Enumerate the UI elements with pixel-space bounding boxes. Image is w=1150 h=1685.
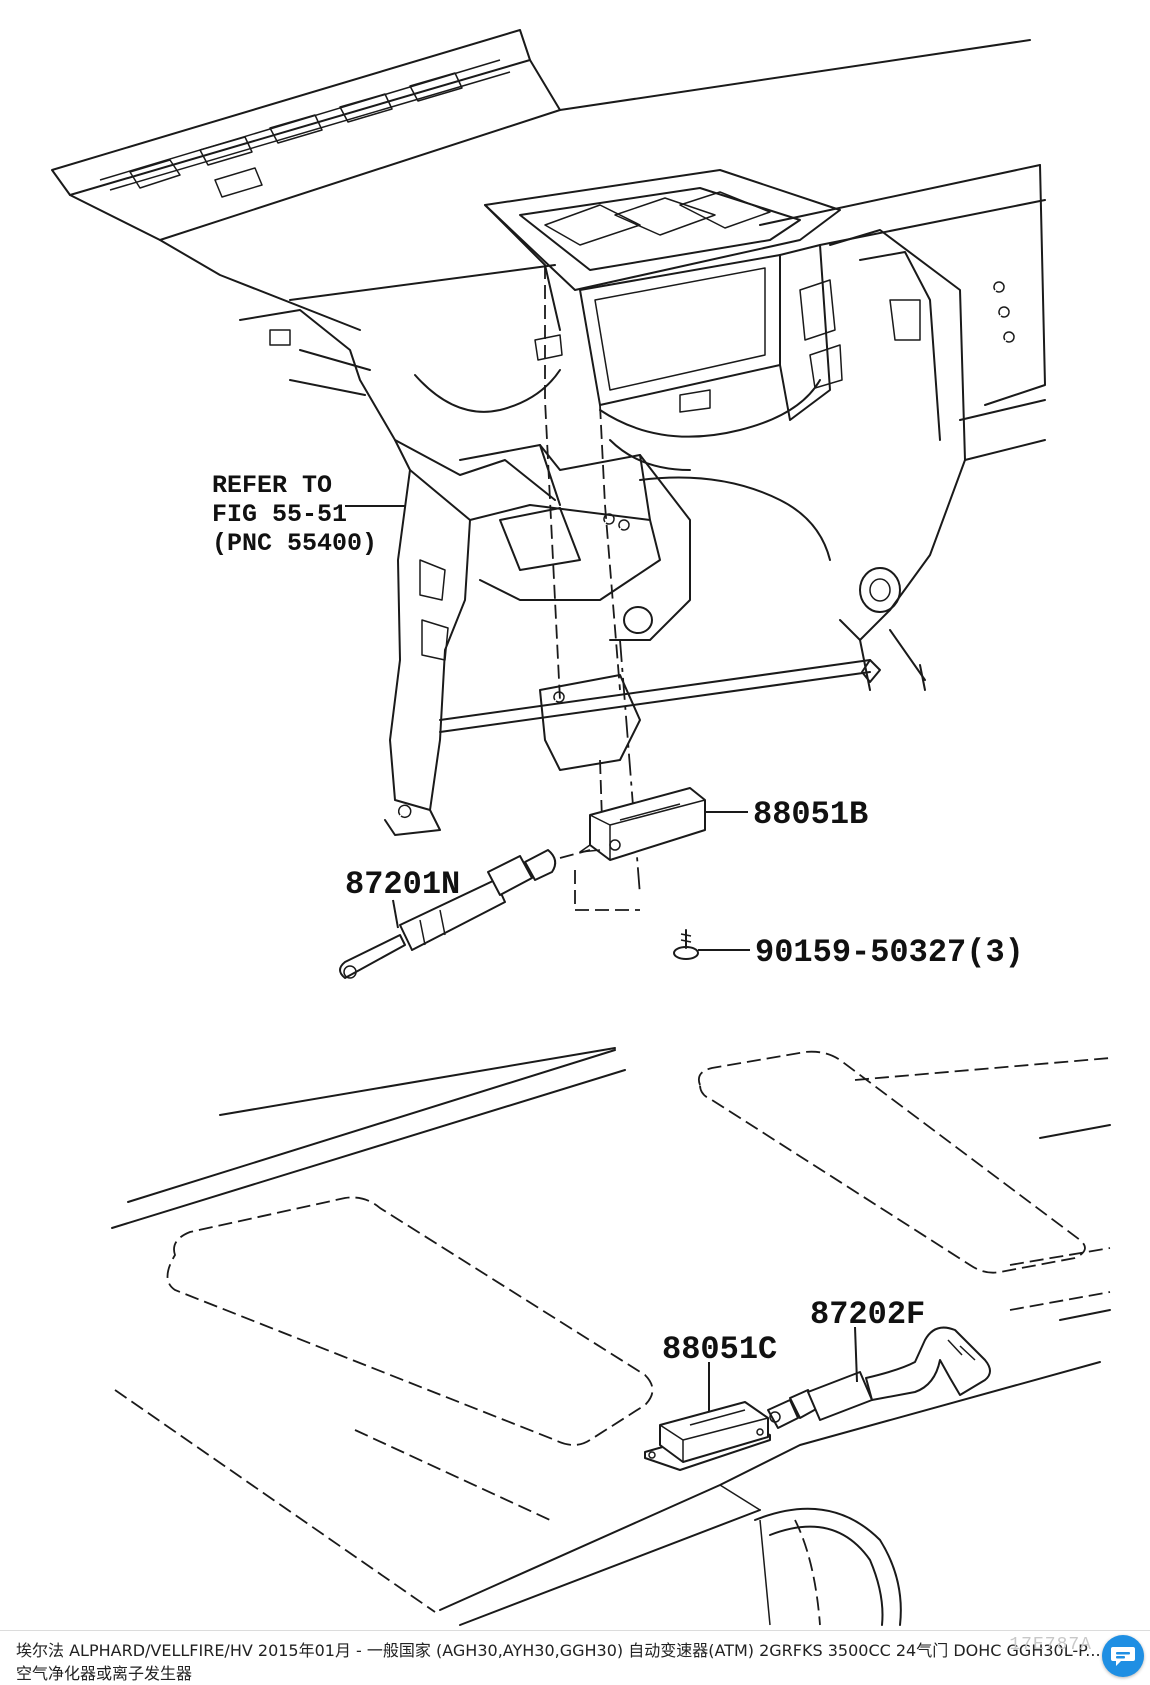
part-label-90159-50327[interactable]: 90159-50327(3) bbox=[755, 934, 1024, 971]
leader-87202f bbox=[854, 1326, 858, 1383]
bolt-90159-illustration bbox=[673, 929, 699, 960]
part-label-88051c[interactable]: 88051C bbox=[662, 1331, 777, 1368]
part-88051c-illustration bbox=[644, 1401, 771, 1471]
leader-87201n bbox=[392, 899, 399, 929]
chat-bubble-icon bbox=[1111, 1647, 1135, 1666]
exploded-view-drawing: REFER TO FIG 55-51 (PNC 55400) 88051B 87… bbox=[51, 29, 1111, 1626]
parts-diagram: REFER TO FIG 55-51 (PNC 55400) 88051B 87… bbox=[51, 29, 1111, 1626]
ref-label-line2: FIG 55-51 bbox=[212, 500, 347, 529]
part-label-87201n[interactable]: 87201N bbox=[345, 866, 460, 903]
ref-label-line1: REFER TO bbox=[212, 471, 332, 500]
ref-label-line3: (PNC 55400) bbox=[212, 529, 377, 558]
caption-vehicle-info: 埃尔法 ALPHARD/VELLFIRE/HV 2015年01月 - 一般国家 … bbox=[16, 1641, 1101, 1660]
diagram-code-watermark: 17E787A bbox=[1009, 1635, 1092, 1655]
part-88051b-illustration bbox=[579, 787, 706, 861]
part-87201n-illustration bbox=[339, 849, 591, 979]
caption-bar: 埃尔法 ALPHARD/VELLFIRE/HV 2015年01月 - 一般国家 … bbox=[0, 1630, 1150, 1685]
part-label-88051b[interactable]: 88051B bbox=[753, 796, 868, 833]
part-87202f-illustration bbox=[767, 1326, 991, 1429]
caption-part-group: 空气净化器或离子发生器 bbox=[16, 1664, 193, 1683]
chat-button[interactable] bbox=[1102, 1635, 1144, 1677]
part-label-87202f[interactable]: 87202F bbox=[810, 1296, 925, 1333]
instrument-panel-illustration bbox=[51, 29, 1046, 911]
roof-panel-illustration bbox=[111, 1047, 1111, 1626]
